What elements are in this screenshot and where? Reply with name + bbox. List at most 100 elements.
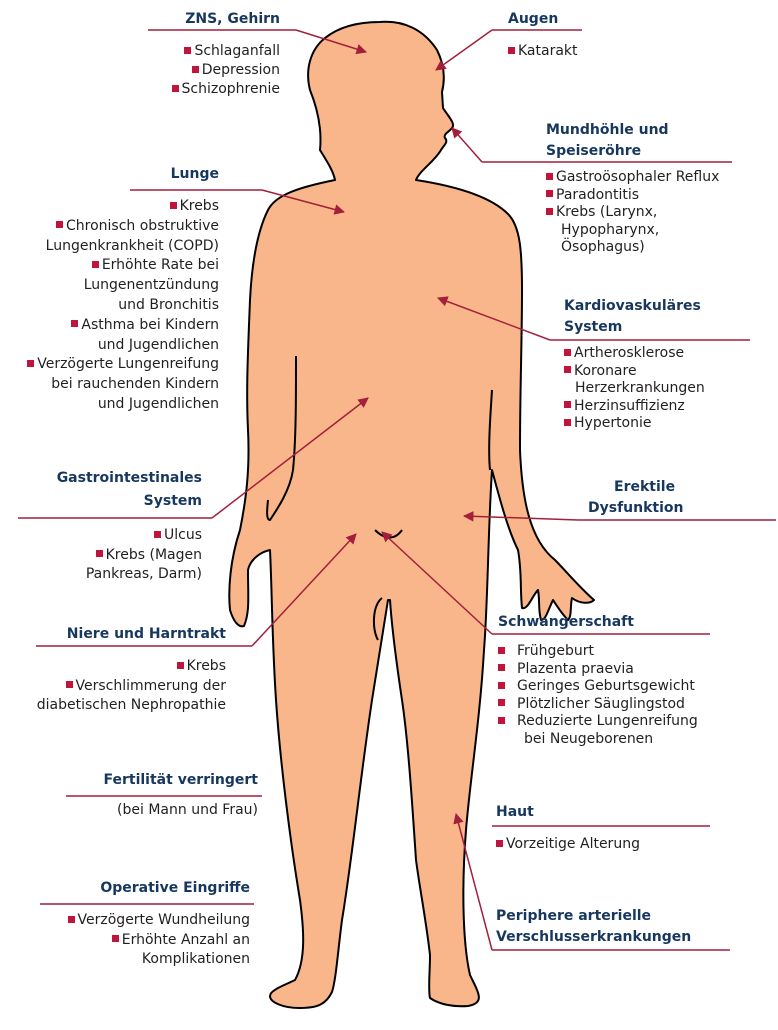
kardio-section: Kardiovaskuläres System Artherosklerose … bbox=[564, 298, 764, 433]
schwanger-section: Schwangerschaft Frühgeburt Plazenta prae… bbox=[498, 614, 738, 748]
gastro-title-line-1: Gastrointestinales bbox=[20, 470, 202, 487]
bullet-square-icon bbox=[92, 261, 99, 268]
bullet-square-icon bbox=[68, 916, 75, 923]
lunge-item: Erhöhte Rate bei bbox=[2, 256, 219, 276]
peripher-title-line-2: Verschlusserkrankungen bbox=[496, 929, 736, 946]
bullet-square-icon bbox=[564, 419, 571, 426]
gastro-section: Gastrointestinales System Ulcus Krebs (M… bbox=[20, 470, 202, 585]
peripher-title-line-1: Periphere arterielle bbox=[496, 908, 736, 925]
bullet-square-icon bbox=[177, 662, 184, 669]
fertil-title: Fertilität verringert bbox=[60, 772, 258, 789]
schwanger-item-continued: bei Neugeborenen bbox=[498, 731, 738, 749]
kardio-item: Koronare bbox=[564, 363, 764, 381]
operativ-title: Operative Eingriffe bbox=[30, 880, 250, 897]
augen-title: Augen bbox=[508, 11, 628, 28]
schwanger-item: Plazenta praevia bbox=[498, 661, 738, 679]
niere-section: Niere und Harntrakt Krebs Verschlimmerun… bbox=[20, 626, 226, 716]
bullet-square-icon bbox=[508, 47, 515, 54]
bullet-square-icon bbox=[546, 208, 553, 215]
bullet-square-icon bbox=[66, 681, 73, 688]
bullet-square-icon bbox=[56, 221, 63, 228]
gastro-item: Krebs (Magen bbox=[20, 546, 202, 566]
bullet-square-icon bbox=[154, 531, 161, 538]
lunge-item-continued: und Jugendlichen bbox=[2, 395, 219, 415]
bullet-square-icon bbox=[564, 401, 571, 408]
niere-item: Verschlimmerung der bbox=[20, 677, 226, 697]
lunge-item-continued: und Bronchitis bbox=[2, 296, 219, 316]
erektil-title-line-2: Dysfunktion bbox=[588, 500, 748, 517]
niere-title: Niere und Harntrakt bbox=[20, 626, 226, 643]
bullet-square-icon bbox=[184, 47, 191, 54]
schwanger-item: Frühgeburt bbox=[498, 643, 738, 661]
kardio-item: Artherosklerose bbox=[564, 345, 764, 363]
human-body-silhouette bbox=[229, 22, 594, 1008]
bullet-square-icon bbox=[112, 935, 119, 942]
lunge-item-continued: Lungenkrankheit (COPD) bbox=[2, 237, 219, 257]
kardio-item-continued: Herzerkrankungen bbox=[564, 380, 764, 398]
niere-item: Krebs bbox=[20, 657, 226, 677]
erektil-section: Erektile Dysfunktion bbox=[588, 479, 748, 517]
operativ-item: Verzögerte Wundheilung bbox=[30, 911, 250, 931]
bullet-square-icon bbox=[96, 550, 103, 557]
haut-title: Haut bbox=[496, 804, 716, 821]
mund-item-continued: Ösophagus) bbox=[546, 239, 746, 257]
lunge-title: Lunge bbox=[2, 166, 219, 183]
gastro-item-continued: Pankreas, Darm) bbox=[20, 565, 202, 585]
bullet-square-icon bbox=[172, 85, 179, 92]
mund-item: Paradontitis bbox=[546, 187, 746, 205]
erektil-title-line-1: Erektile bbox=[588, 479, 748, 496]
kardio-title-line-2: System bbox=[564, 319, 764, 336]
lunge-item: Verzögerte Lungenreifung bbox=[2, 355, 219, 375]
bullet-square-icon bbox=[498, 682, 505, 689]
peripher-section: Periphere arterielle Verschlusserkrankun… bbox=[496, 908, 736, 946]
schwanger-item: Plötzlicher Säuglingstod bbox=[498, 696, 738, 714]
augen-item: Katarakt bbox=[508, 42, 628, 61]
lunge-item-continued: Lungenentzündung bbox=[2, 276, 219, 296]
lunge-item: Krebs bbox=[2, 197, 219, 217]
augen-arrow bbox=[436, 30, 492, 70]
fertil-section: Fertilität verringert (bei Mann und Frau… bbox=[60, 772, 258, 820]
bullet-square-icon bbox=[498, 699, 505, 706]
niere-item-continued: diabetischen Nephropathie bbox=[20, 696, 226, 716]
mund-arrow bbox=[452, 128, 482, 162]
operativ-item: Erhöhte Anzahl an bbox=[30, 931, 250, 951]
bullet-square-icon bbox=[564, 366, 571, 373]
zns-item: Schizophrenie bbox=[110, 80, 280, 99]
bullet-square-icon bbox=[546, 190, 553, 197]
lunge-item: Asthma bei Kindern bbox=[2, 316, 219, 336]
schwanger-title: Schwangerschaft bbox=[498, 614, 738, 631]
zns-section: ZNS, Gehirn Schlaganfall Depression Schi… bbox=[110, 11, 280, 99]
lunge-section: Lunge Krebs Chronisch obstruktive Lungen… bbox=[2, 166, 219, 415]
mund-title-line-1: Mundhöhle und bbox=[546, 122, 746, 139]
schwanger-item: Geringes Geburtsgewicht bbox=[498, 678, 738, 696]
kardio-item: Hypertonie bbox=[564, 415, 764, 433]
bullet-square-icon bbox=[498, 717, 505, 724]
bullet-square-icon bbox=[27, 360, 34, 367]
mund-section: Mundhöhle und Speiseröhre Gastroösophale… bbox=[546, 122, 746, 257]
kardio-item: Herzinsuffizienz bbox=[564, 398, 764, 416]
mund-item: Krebs (Larynx, bbox=[546, 204, 746, 222]
haut-section: Haut Vorzeitige Alterung bbox=[496, 804, 716, 854]
lunge-item-continued: und Jugendlichen bbox=[2, 336, 219, 356]
mund-item-continued: Hypopharynx, bbox=[546, 222, 746, 240]
mund-item: Gastroösophaler Reflux bbox=[546, 169, 746, 187]
bullet-square-icon bbox=[496, 840, 503, 847]
gastro-title-line-2: System bbox=[20, 493, 202, 510]
lunge-item-continued: bei rauchenden Kindern bbox=[2, 375, 219, 395]
bullet-square-icon bbox=[546, 173, 553, 180]
operativ-section: Operative Eingriffe Verzögerte Wundheilu… bbox=[30, 880, 250, 970]
zns-title: ZNS, Gehirn bbox=[110, 11, 280, 28]
mund-title-line-2: Speiseröhre bbox=[546, 143, 746, 160]
bullet-square-icon bbox=[170, 202, 177, 209]
zns-item: Depression bbox=[110, 61, 280, 80]
schwanger-item: Reduzierte Lungenreifung bbox=[498, 713, 738, 731]
bullet-square-icon bbox=[498, 647, 505, 654]
haut-item: Vorzeitige Alterung bbox=[496, 835, 716, 854]
lunge-item: Chronisch obstruktive bbox=[2, 217, 219, 237]
bullet-square-icon bbox=[71, 320, 78, 327]
zns-item: Schlaganfall bbox=[110, 42, 280, 61]
bullet-square-icon bbox=[192, 66, 199, 73]
fertil-item: (bei Mann und Frau) bbox=[60, 801, 258, 820]
operativ-item-continued: Komplikationen bbox=[30, 950, 250, 970]
